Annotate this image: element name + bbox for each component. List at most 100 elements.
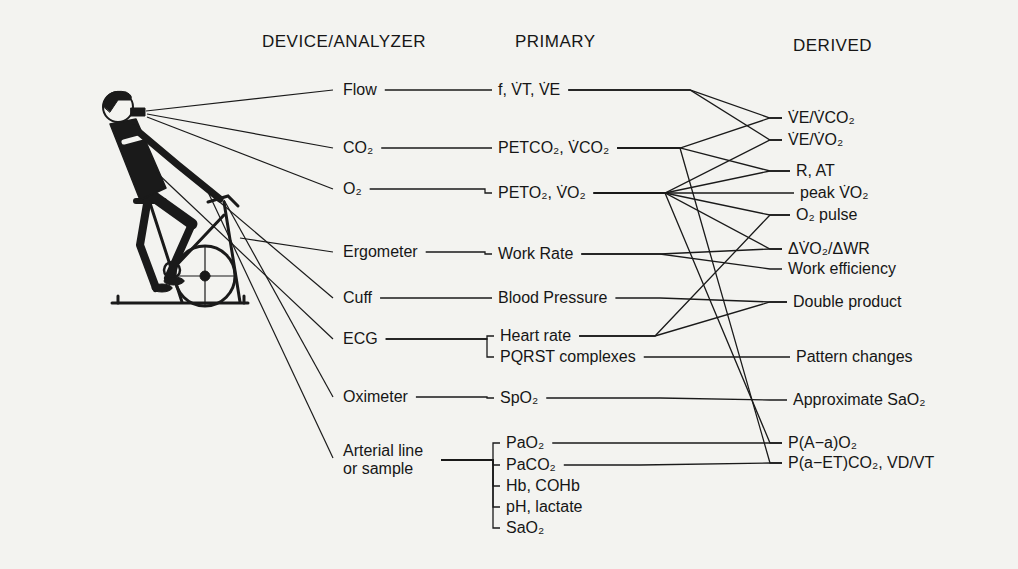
bike-foot [117,296,120,303]
measurement-label: Double product [790,292,905,312]
node-text: Approximate SaO₂ [793,391,926,409]
node-text: peak V̇O₂ [800,184,868,202]
node-text: f, V̇T, V̇E [498,81,560,99]
node-text: Ergometer [343,243,418,261]
connector-line [426,252,492,254]
connector-line [617,148,790,171]
measurement-label: pH, lactate [503,497,585,517]
connector-line [594,193,782,249]
connector-line [386,339,494,357]
node-text: PaCO₂ [506,456,556,474]
measurement-label: PaO₂ [503,433,547,453]
connector-line [594,140,782,193]
rider-leg [140,198,156,288]
node-text: Work Rate [498,245,573,263]
leader-line [170,160,333,298]
measurement-label: CO₂ [340,138,376,158]
connector-line [617,118,782,148]
node-text: PETCO₂, V̇CO₂ [498,139,609,157]
node-text: Heart rate [500,327,571,345]
rider-shoe [152,284,172,292]
leader-line [208,192,333,458]
measurement-label: V̇E/V̇CO₂ [785,108,858,128]
measurement-label: Arterial line or sample [340,441,436,480]
connector-line [568,90,782,140]
measurement-label: Oximeter [340,387,411,407]
measurement-label: Ergometer [340,242,421,262]
measurement-label: ΔV̇O₂/ΔWR [785,239,873,259]
rider-head [103,92,133,122]
node-text: PETO₂, V̇O₂ [498,184,586,202]
measurement-label: SaO₂ [503,518,547,538]
measurement-label: O₂ [340,179,365,199]
node-text: O₂ pulse [796,206,857,224]
node-text: Oximeter [343,388,408,406]
leader-line [147,117,333,189]
measurement-label: PQRST complexes [497,347,639,367]
connector-line [441,443,500,460]
node-text: Work efficiency [788,260,896,278]
node-text: ΔV̇O₂/ΔWR [788,240,870,258]
measurement-label: Blood Pressure [495,288,610,308]
rider-arm [134,128,220,199]
measurement-label: Flow [340,80,380,100]
connector-line [441,460,500,465]
measurement-label: V̇E/V̇O₂ [785,130,846,150]
node-text: ECG [343,330,378,348]
measurement-label: Hb, COHb [503,476,583,496]
node-text: Hb, COHb [506,477,580,495]
measurement-label: PaCO₂ [503,455,559,475]
connector-line [644,356,790,357]
connector-line [581,254,782,269]
leader-line [156,172,333,339]
node-text: Arterial line or sample [343,442,433,479]
connector-line [568,90,782,118]
rider-thigh [150,194,192,224]
measurement-label: f, V̇T, V̇E [495,80,563,100]
node-text: SpO₂ [500,389,538,407]
flywheel [175,246,235,306]
measurement-label: P(A−a)O₂ [785,433,860,453]
node-text: pH, lactate [506,498,582,516]
node-text: Cuff [343,289,372,307]
rider-hair [103,91,131,112]
connector-line [441,460,500,507]
connector-line [552,442,782,443]
measurement-label: Approximate SaO₂ [790,390,929,410]
connector-line [441,460,500,486]
node-text: R, AT [796,162,835,180]
node-text: P(a−ET)CO₂, VD/VT [788,454,934,472]
measurement-label: PETCO₂, V̇CO₂ [495,138,612,158]
connector-line [579,215,790,336]
node-text: Flow [343,81,377,99]
connector-line [581,249,782,254]
column-heading: DERIVED [793,36,872,56]
rider-shoe [164,277,184,285]
node-text: P(A−a)O₂ [788,434,857,452]
node-text: Blood Pressure [498,289,607,307]
measurement-label: Work Rate [495,244,576,264]
node-text: CO₂ [343,139,373,157]
measurement-label: peak V̇O₂ [797,183,871,203]
measurement-label: Cuff [340,288,375,308]
mouthpiece [131,108,145,116]
bike-base [112,302,248,305]
connector-line [381,147,492,148]
rider-shin [168,224,192,278]
node-text: O₂ [343,180,362,198]
measurement-label: Work efficiency [785,259,899,279]
connector-line [615,298,787,302]
connector-line [385,89,492,90]
connector-line [594,193,790,215]
node-text: PaO₂ [506,434,544,452]
node-text: V̇E/V̇O₂ [788,131,843,149]
node-text: PQRST complexes [500,348,636,366]
connector-line [370,189,492,193]
column-heading: DEVICE/ANALYZER [262,32,426,52]
connector-line [380,297,492,298]
measurement-label: R, AT [793,161,838,181]
measurement-label: Heart rate [497,326,574,346]
node-text: SaO₂ [506,519,544,537]
connector-line [594,193,782,443]
